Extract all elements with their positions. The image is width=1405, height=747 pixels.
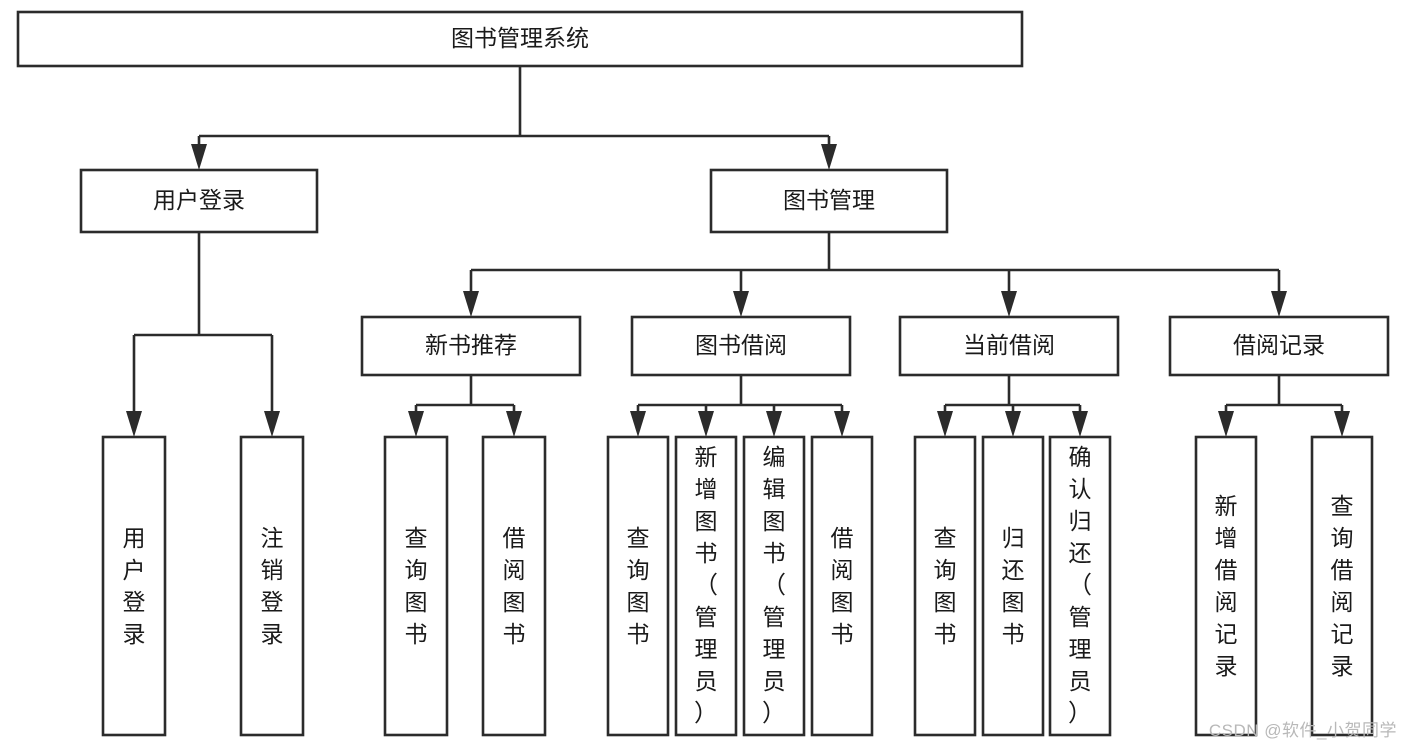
node-label-leaf-user-login: 用户登录 — [123, 525, 146, 647]
node-label-leaf-query-record: 查询借阅记录 — [1331, 493, 1354, 679]
connector-group-borrow-record — [1218, 375, 1350, 437]
node-label-leaf-add-book: 新增图书（管理员） — [694, 444, 718, 727]
node-book-borrow[interactable]: 图书借阅 — [630, 315, 852, 377]
connector-layer — [126, 66, 1350, 437]
node-leaf-borrow-book-1[interactable]: 借阅图书 — [481, 435, 547, 737]
node-leaf-return-book[interactable]: 归还图书 — [981, 435, 1045, 737]
node-new-book-recommend[interactable]: 新书推荐 — [360, 315, 582, 377]
node-label-leaf-query-book-3: 查询图书 — [934, 525, 957, 647]
node-current-borrow[interactable]: 当前借阅 — [898, 315, 1120, 377]
node-leaf-user-login[interactable]: 用户登录 — [101, 435, 167, 737]
node-box-leaf-add-record[interactable] — [1194, 435, 1258, 737]
node-box-leaf-query-book-3[interactable] — [913, 435, 977, 737]
node-label-leaf-user-logout: 注销登录 — [261, 525, 284, 647]
connector-group-current-borrow — [937, 375, 1088, 437]
node-box-leaf-add-book[interactable] — [674, 435, 738, 737]
node-label-leaf-borrow-book-1: 借阅图书 — [503, 525, 526, 647]
connector-group-book-borrow — [630, 375, 850, 437]
node-box-leaf-return-book[interactable] — [981, 435, 1045, 737]
node-label-leaf-edit-book: 编辑图书（管理员） — [762, 444, 786, 727]
node-leaf-edit-book[interactable]: 编辑图书（管理员） — [742, 435, 806, 737]
node-box-leaf-borrow-book-2[interactable] — [810, 435, 874, 737]
node-leaf-query-book-2[interactable]: 查询图书 — [606, 435, 670, 737]
node-label-root: 图书管理系统 — [451, 25, 589, 51]
connector-group-root — [191, 66, 837, 170]
node-label-borrow-record: 借阅记录 — [1233, 332, 1325, 358]
node-leaf-user-logout[interactable]: 注销登录 — [239, 435, 305, 737]
node-box-leaf-user-login[interactable] — [101, 435, 167, 737]
node-box-user-login[interactable] — [79, 168, 319, 234]
node-leaf-borrow-book-2[interactable]: 借阅图书 — [810, 435, 874, 737]
node-label-leaf-add-record: 新增借阅记录 — [1215, 493, 1238, 679]
node-book-manage[interactable]: 图书管理 — [709, 168, 949, 234]
node-label-book-manage: 图书管理 — [783, 187, 875, 213]
node-label-new-book-recommend: 新书推荐 — [425, 332, 517, 358]
node-label-leaf-query-book-1: 查询图书 — [405, 525, 428, 647]
node-label-leaf-borrow-book-2: 借阅图书 — [831, 525, 854, 647]
node-label-current-borrow: 当前借阅 — [963, 332, 1055, 358]
node-leaf-query-record[interactable]: 查询借阅记录 — [1310, 435, 1374, 737]
node-leaf-add-record[interactable]: 新增借阅记录 — [1194, 435, 1258, 737]
node-box-root[interactable] — [16, 10, 1024, 68]
node-box-book-manage[interactable] — [709, 168, 949, 234]
node-leaf-query-book-1[interactable]: 查询图书 — [383, 435, 449, 737]
node-box-borrow-record[interactable] — [1168, 315, 1390, 377]
node-leaf-query-book-3[interactable]: 查询图书 — [913, 435, 977, 737]
node-box-book-borrow[interactable] — [630, 315, 852, 377]
node-leaf-confirm-return[interactable]: 确认归还（管理员） — [1048, 435, 1112, 737]
node-box-leaf-query-book-2[interactable] — [606, 435, 670, 737]
connector-group-new-book-recommend — [408, 375, 522, 437]
node-box-leaf-confirm-return[interactable] — [1048, 435, 1112, 737]
node-leaf-add-book[interactable]: 新增图书（管理员） — [674, 435, 738, 737]
node-label-leaf-return-book: 归还图书 — [1002, 525, 1025, 647]
node-box-leaf-edit-book[interactable] — [742, 435, 806, 737]
node-label-leaf-query-book-2: 查询图书 — [627, 525, 650, 647]
node-box-leaf-user-logout[interactable] — [239, 435, 305, 737]
node-box-leaf-query-record[interactable] — [1310, 435, 1374, 737]
connector-group-book-manage — [463, 232, 1287, 317]
node-borrow-record[interactable]: 借阅记录 — [1168, 315, 1390, 377]
node-box-leaf-borrow-book-1[interactable] — [481, 435, 547, 737]
node-box-new-book-recommend[interactable] — [360, 315, 582, 377]
connector-group-user-login — [126, 232, 280, 437]
node-user-login[interactable]: 用户登录 — [79, 168, 319, 234]
node-label-leaf-confirm-return: 确认归还（管理员） — [1068, 444, 1092, 727]
node-label-user-login: 用户登录 — [153, 187, 245, 213]
node-label-book-borrow: 图书借阅 — [695, 332, 787, 358]
node-layer: 图书管理系统用户登录图书管理新书推荐图书借阅当前借阅借阅记录用户登录注销登录查询… — [16, 10, 1390, 737]
node-box-leaf-query-book-1[interactable] — [383, 435, 449, 737]
node-box-current-borrow[interactable] — [898, 315, 1120, 377]
node-root[interactable]: 图书管理系统 — [16, 10, 1024, 68]
